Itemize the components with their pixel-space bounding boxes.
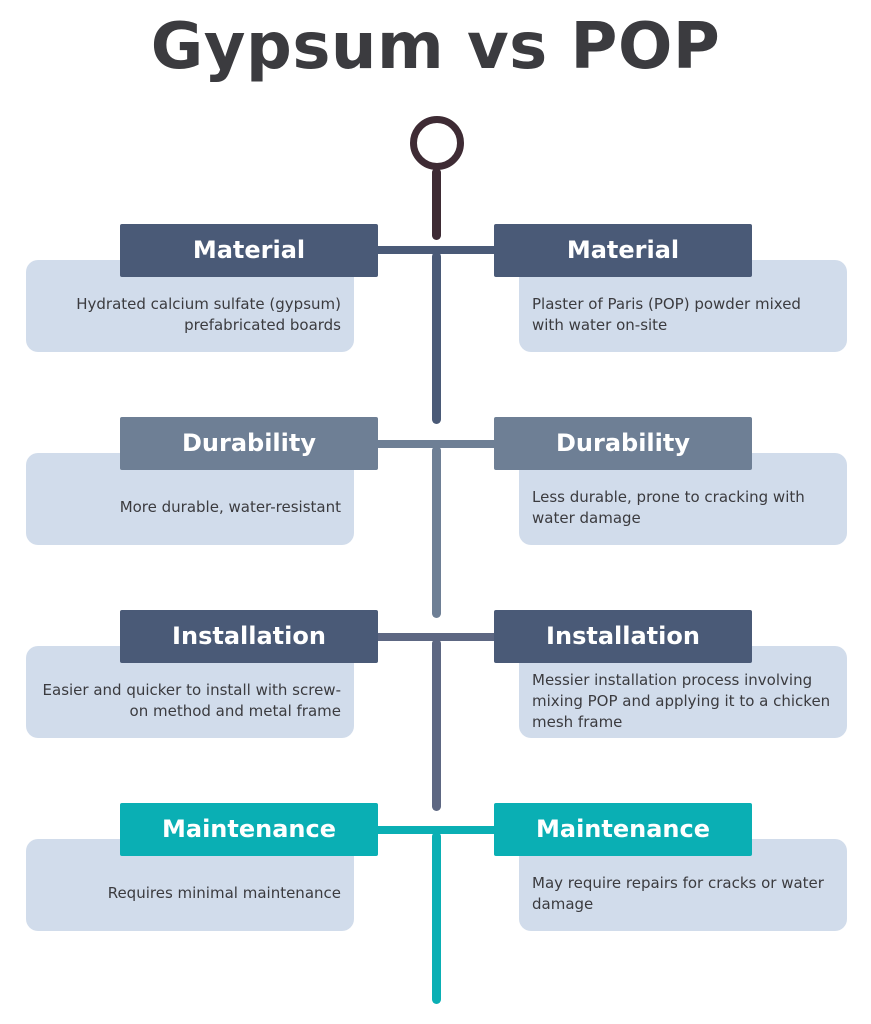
timeline-spine-segment	[432, 832, 441, 1004]
row-connector	[378, 246, 496, 254]
pop-installation-heading: Installation	[494, 610, 752, 663]
pop-installation-text: Messier installation process involving m…	[532, 671, 831, 731]
timeline-spine-segment	[432, 446, 441, 618]
pop-maintenance-text: May require repairs for cracks or water …	[532, 874, 824, 913]
pop-durability-text: Less durable, prone to cracking with wat…	[532, 488, 805, 527]
pop-material-text: Plaster of Paris (POP) powder mixed with…	[532, 295, 801, 334]
gypsum-installation-heading: Installation	[120, 610, 378, 663]
pop-maintenance-heading: Maintenance	[494, 803, 752, 856]
gypsum-durability-text: More durable, water-resistant	[119, 498, 341, 516]
timeline-spine-segment	[432, 168, 441, 240]
pop-material-heading: Material	[494, 224, 752, 277]
gypsum-maintenance-heading: Maintenance	[120, 803, 378, 856]
pop-durability-heading: Durability	[494, 417, 752, 470]
row-connector	[378, 440, 496, 448]
gypsum-material-text: Hydrated calcium sulfate (gypsum) prefab…	[76, 295, 341, 334]
row-connector	[378, 826, 496, 834]
page-title: Gypsum vs POP	[150, 10, 721, 84]
gypsum-durability-heading: Durability	[120, 417, 378, 470]
timeline-start-ring	[410, 116, 464, 170]
timeline-spine-segment	[432, 252, 441, 424]
row-connector	[378, 633, 496, 641]
gypsum-material-heading: Material	[120, 224, 378, 277]
gypsum-installation-text: Easier and quicker to install with screw…	[42, 681, 341, 720]
gypsum-maintenance-text: Requires minimal maintenance	[107, 884, 341, 902]
timeline-spine-segment	[432, 639, 441, 811]
